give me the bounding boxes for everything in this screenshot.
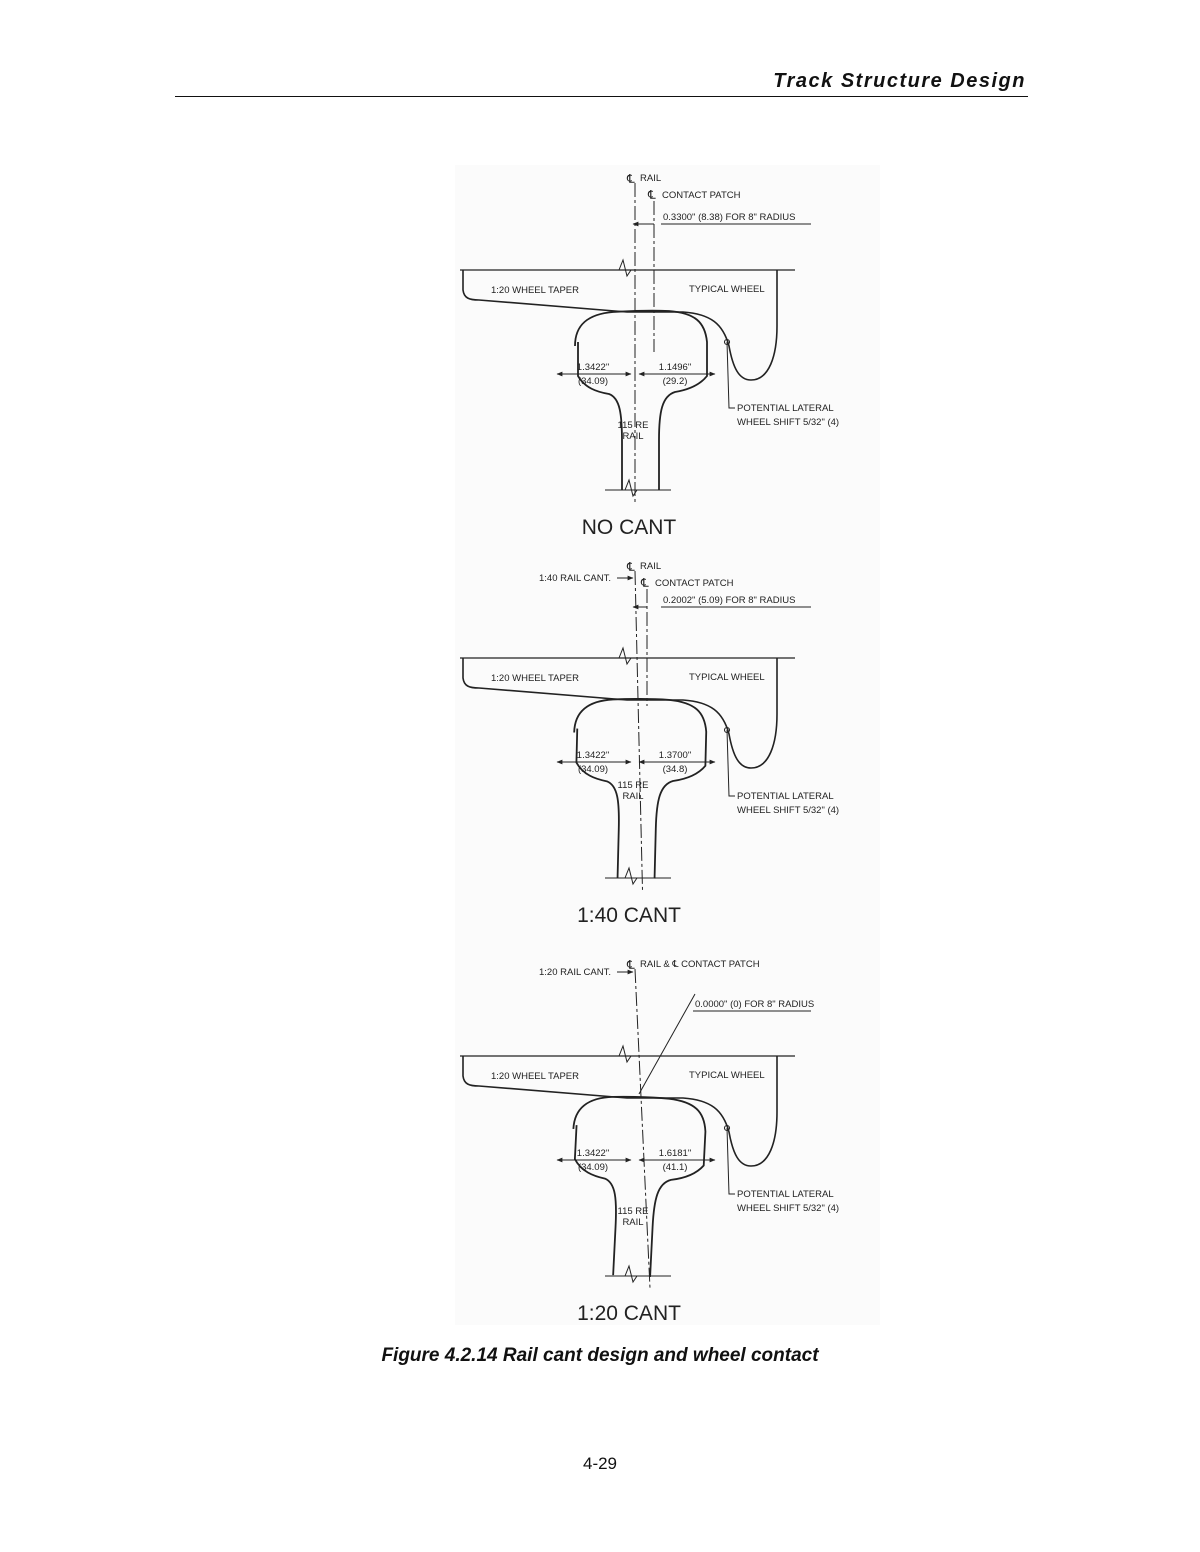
typical-wheel-label: TYPICAL WHEEL bbox=[689, 1070, 765, 1081]
lateral-shift-value: WHEEL SHIFT 5/32" (4) bbox=[737, 805, 839, 816]
left-dimension-mm: (34.09) bbox=[578, 764, 608, 775]
rail-type-label: 115 RE bbox=[618, 780, 649, 791]
rail-type-label-2: RAIL bbox=[622, 1217, 643, 1228]
rail-break-symbol bbox=[624, 1264, 638, 1284]
rail-type-label-2: RAIL bbox=[622, 791, 643, 802]
lateral-shift-value: WHEEL SHIFT 5/32" (4) bbox=[737, 417, 839, 428]
panel-cant-1-40: ℄ RAIL ℄ CONTACT PATCH 1:40 RAIL CANT. 0.2002… bbox=[459, 560, 839, 927]
figure-rail-cant: ℄ RAIL ℄ CONTACT PATCH 0.3300" (8.38) FOR 8"… bbox=[455, 165, 880, 1325]
lateral-shift-leader bbox=[726, 729, 735, 797]
panel-title: 1:20 CANT bbox=[577, 1302, 681, 1325]
left-dimension-mm: (34.09) bbox=[578, 1162, 608, 1173]
offset-dimension-label: 0.2002" (5.09) FOR 8" RADIUS bbox=[663, 595, 795, 606]
running-head: Track Structure Design bbox=[175, 68, 1028, 97]
contact-centerline-symbol: ℄ bbox=[647, 188, 656, 202]
rail-label: RAIL bbox=[640, 173, 661, 184]
wheel-taper-label: 1:20 WHEEL TAPER bbox=[491, 1071, 579, 1082]
lateral-shift-leader bbox=[726, 1127, 735, 1195]
rail-label: RAIL bbox=[640, 561, 661, 572]
lateral-shift-label: POTENTIAL LATERAL bbox=[737, 791, 834, 802]
wheel-break-symbol bbox=[618, 1044, 632, 1064]
offset-dimension-label: 0.3300" (8.38) FOR 8" RADIUS bbox=[663, 212, 795, 223]
right-dimension-inches: 1.6181" bbox=[659, 1148, 691, 1159]
contact-patch-label: CONTACT PATCH bbox=[662, 190, 741, 201]
lateral-shift-leader bbox=[726, 341, 735, 409]
wheel-break-symbol bbox=[618, 258, 632, 278]
page-number: 4-29 bbox=[582, 1454, 618, 1473]
offset-dimension-label: 0.0000" (0) FOR 8" RADIUS bbox=[695, 999, 814, 1010]
right-dimension-mm: (29.2) bbox=[663, 376, 688, 387]
panel-title: 1:40 CANT bbox=[577, 904, 681, 927]
rail-cant-drawing: ℄ RAIL ℄ CONTACT PATCH 0.3300" (8.38) FOR 8"… bbox=[459, 172, 839, 1325]
rail-label: RAIL & ℄ CONTACT PATCH bbox=[640, 959, 760, 970]
right-dimension-inches: 1.3700" bbox=[659, 750, 691, 761]
right-dimension-mm: (34.8) bbox=[663, 764, 688, 775]
panel-title: NO CANT bbox=[582, 516, 677, 539]
rail-section bbox=[574, 309, 708, 491]
rail-centerline-symbol: ℄ bbox=[626, 958, 635, 972]
rail-centerline-symbol: ℄ bbox=[626, 172, 635, 186]
lateral-shift-value: WHEEL SHIFT 5/32" (4) bbox=[737, 1203, 839, 1214]
contact-patch-label: CONTACT PATCH bbox=[655, 578, 734, 589]
panel-no-cant: ℄ RAIL ℄ CONTACT PATCH 0.3300" (8.38) FOR 8"… bbox=[459, 172, 839, 539]
rail-type-label: 115 RE bbox=[618, 420, 649, 431]
lateral-shift-label: POTENTIAL LATERAL bbox=[737, 1189, 834, 1200]
rail-type-label: 115 RE bbox=[618, 1206, 649, 1217]
running-head-title: Track Structure Design bbox=[773, 70, 1026, 92]
rail-centerline bbox=[634, 968, 651, 1289]
rail-cant-label: 1:20 RAIL CANT. bbox=[539, 967, 611, 978]
lateral-shift-label: POTENTIAL LATERAL bbox=[737, 403, 834, 414]
wheel-break-symbol bbox=[618, 646, 632, 666]
right-dimension-mm: (41.1) bbox=[663, 1162, 688, 1173]
typical-wheel-label: TYPICAL WHEEL bbox=[689, 672, 765, 683]
offset-leader bbox=[638, 993, 696, 1095]
right-dimension-inches: 1.1496" bbox=[659, 362, 691, 373]
rail-cant-label: 1:40 RAIL CANT. bbox=[539, 573, 611, 584]
rail-type-label-2: RAIL bbox=[622, 431, 643, 442]
rail-centerline bbox=[634, 570, 643, 891]
left-dimension-inches: 1.3422" bbox=[577, 750, 609, 761]
left-dimension-inches: 1.3422" bbox=[577, 362, 609, 373]
rail-centerline-symbol: ℄ bbox=[626, 560, 635, 574]
typical-wheel-label: TYPICAL WHEEL bbox=[689, 284, 765, 295]
panel-cant-1-20: ℄ RAIL & ℄ CONTACT PATCH 1:20 RAIL CANT. 0.… bbox=[459, 958, 839, 1325]
left-dimension-inches: 1.3422" bbox=[577, 1148, 609, 1159]
wheel-taper-label: 1:20 WHEEL TAPER bbox=[491, 285, 579, 296]
rail-break-symbol bbox=[624, 866, 638, 886]
wheel-taper-label: 1:20 WHEEL TAPER bbox=[491, 673, 579, 684]
rail-section bbox=[565, 1092, 708, 1281]
figure-caption: Figure 4.2.14 Rail cant design and wheel… bbox=[381, 1345, 819, 1366]
left-dimension-mm: (34.09) bbox=[578, 376, 608, 387]
contact-centerline-symbol: ℄ bbox=[640, 576, 649, 590]
